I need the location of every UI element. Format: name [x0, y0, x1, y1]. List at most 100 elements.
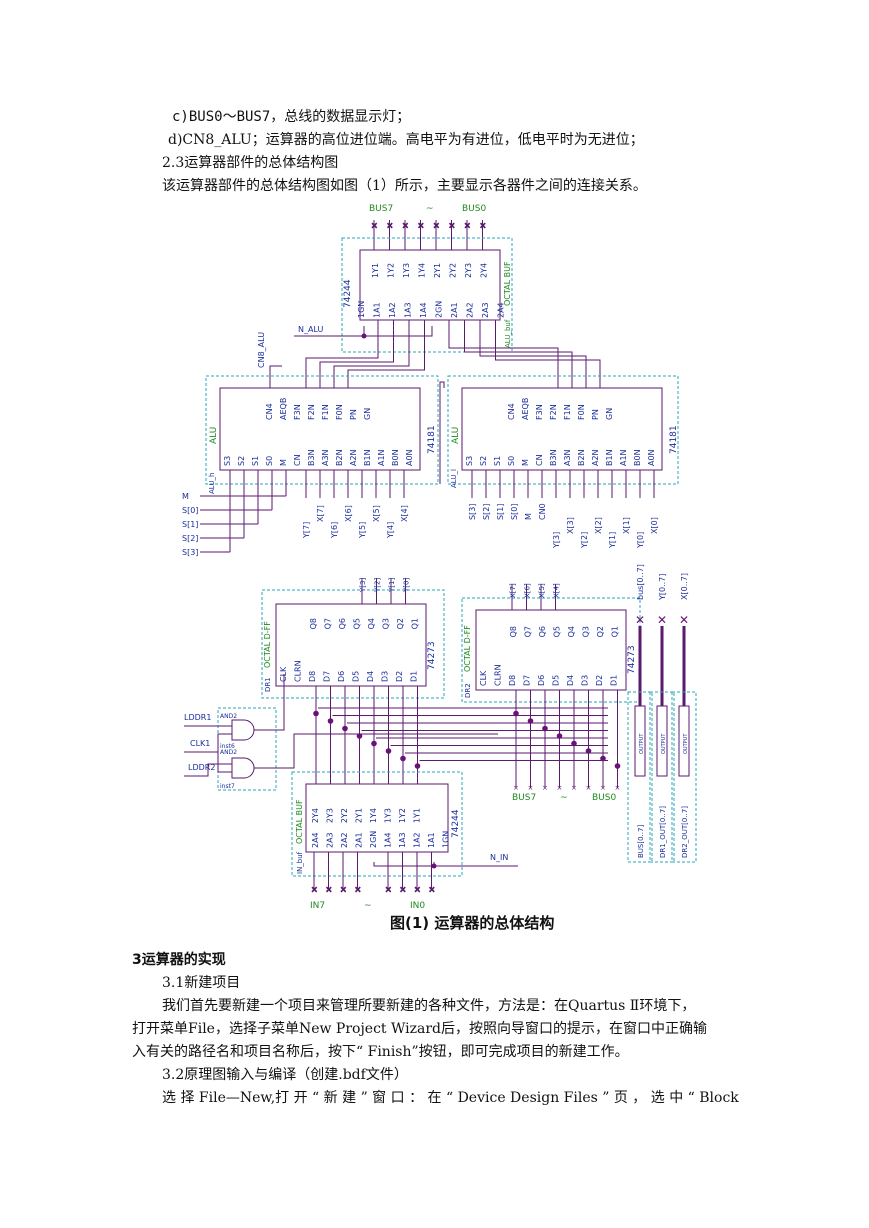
in-tilde: ~	[364, 901, 372, 910]
bus-mid-right-label: BUS0	[592, 793, 616, 803]
alu-l-bot-pin-1: S2	[237, 456, 246, 466]
alu-left-signal-0: Y[7]	[302, 522, 311, 539]
n-in-label: N_IN	[490, 853, 508, 862]
output-outline	[627, 691, 653, 863]
alu-right-signal-4: M	[524, 513, 533, 520]
para-3-1-line-2: 打开菜单File，选择子菜单New Project Wizard后，按照向导窗口…	[132, 1021, 708, 1037]
dr1-chip	[275, 603, 427, 687]
alu-l-bot-pin-0: S3	[223, 456, 232, 466]
dr2-input-signals: X[7]X[6]X[5]X[4]	[509, 583, 561, 610]
alu-r-top-pin-2: F3N	[535, 404, 544, 420]
ctrl-input-label: S[0]	[182, 506, 198, 515]
alu-right-signal-0: S[3]	[468, 504, 477, 520]
chip2-top-pin-1: 2Y3	[326, 808, 335, 823]
alu-l-bot-pin-4: M	[279, 459, 288, 466]
section-3-1-heading: 3.1新建项目	[162, 975, 241, 991]
chip1-bot-pin-9: 2A4	[497, 302, 506, 318]
output-pin-box	[678, 705, 690, 777]
dr2-inst: DR2	[464, 683, 472, 698]
gate-2-label: AND2	[220, 749, 237, 756]
alu-right-signal-12: Y[0]	[636, 532, 645, 549]
chip-74244-bottom-type: OCTAL BUF	[295, 799, 304, 844]
output-label-2: X[0..7]	[680, 573, 689, 600]
alu-r-bot-pin-3: S0	[507, 456, 516, 466]
input-pin-x: ×	[385, 885, 392, 894]
top-pin-x: ×	[402, 221, 409, 230]
in-right-label: IN0	[410, 901, 425, 910]
dr1-bot-pin-1: CLRN	[294, 660, 303, 682]
top-pin-x: ×	[449, 221, 456, 230]
alu-left-signal-4: Y[5]	[358, 522, 367, 539]
bus-junction-right	[527, 718, 534, 724]
output-outline	[649, 691, 675, 863]
output-pin-label-1: OUTPUT	[661, 733, 667, 754]
top-pin-x: ×	[464, 221, 471, 230]
cn8-alu-label: CN8_ALU	[257, 332, 266, 368]
alu-l-top-pin-5: F0N	[335, 404, 344, 420]
bus-junction-left	[327, 718, 334, 724]
chip-74244-top-inst: ALU_buf	[504, 319, 512, 348]
dr2-top-pin-6: Q2	[596, 626, 605, 637]
alu-right-signal-6: Y[3]	[552, 532, 561, 549]
alu-r-top-pin-7: GN	[605, 408, 614, 420]
line-d: d)CN8_ALU；运算器的高位进位端。高电平为有进位，低电平时为无进位；	[168, 132, 644, 148]
chip1-bot-pin-7: 2A2	[466, 302, 475, 318]
dr2-top-pin-1: Q7	[524, 626, 533, 637]
dr1-bot-pin-3: D7	[323, 671, 332, 682]
top-pin-x: ×	[387, 221, 394, 230]
alu-right-wire	[495, 320, 601, 388]
alu-r-bot-pin-5: CN	[535, 454, 544, 466]
chip2-bot-pin-8: 1A1	[427, 832, 436, 848]
chip2-bot-pin-6: 1A3	[398, 832, 407, 848]
dr1-bot-pin-5: D5	[352, 671, 361, 682]
alu-l-bot-pin-3: S0	[265, 456, 274, 466]
bus-out-x: ×	[586, 784, 592, 792]
para-3-1-line-3: 入有关的路径名和项目名称后，按下“ Finish”按钮，即可完成项目的新建工作。	[132, 1044, 629, 1060]
chip2-top-pin-4: 1Y4	[369, 808, 378, 823]
dr1-type: OCTAL D-FF	[263, 621, 272, 668]
dr1-in-2: Y[1]	[388, 578, 396, 593]
alu-right-signal-1: S[2]	[482, 504, 491, 520]
alu-r-bot-pin-6: B3N	[549, 449, 558, 466]
chip2-bot-pin-0: 2A4	[311, 832, 320, 848]
chip-74244-top	[359, 249, 501, 321]
para-3-1-line-1: 我们首先要新建一个项目来管理所要新建的各种文件，方法是：在Quartus Ⅱ环境…	[162, 998, 696, 1014]
dr2-part: 74273	[627, 645, 637, 674]
alu-right-part: 74181	[669, 425, 679, 454]
dr1-bot-pin-2: D8	[308, 671, 317, 682]
dr1-top-pin-7: Q1	[411, 618, 420, 629]
dr1-in-3: Y[0]	[403, 578, 411, 593]
output-pin-label-2: OUTPUT	[683, 733, 689, 754]
dr2-top-pin-3: Q5	[553, 626, 562, 637]
lddr1-label: LDDR1	[184, 713, 211, 722]
dr2-top-pin-2: Q6	[538, 626, 547, 637]
chip-74244-top-outline	[341, 237, 513, 353]
bus-out-x: ×	[571, 784, 577, 792]
output-block-1: DR1_OUT[0..7]	[659, 806, 667, 858]
dr2-in-3: X[4]	[553, 583, 561, 598]
alu-right-signal-8: Y[2]	[580, 532, 589, 549]
input-pin-x: ×	[340, 885, 347, 894]
chip1-bot-pin-0: 1GN	[357, 301, 366, 318]
alu-right-signal-10: Y[1]	[608, 532, 617, 549]
alu-right-inst: ALU_l	[450, 469, 458, 488]
dr1-input-signals: Y[3]Y[2]Y[1]Y[0]	[359, 578, 411, 604]
alu-l-bot-pin-11: A1N	[377, 449, 386, 466]
alu-right-signal-7: X[3]	[566, 517, 575, 534]
dr2-in-2: X[5]	[538, 583, 546, 598]
alu-r-bot-pin-2: S1	[493, 456, 502, 466]
chip2-top-pin-5: 1Y3	[384, 808, 393, 823]
alu-l-top-pin-1: AEQB	[279, 398, 288, 420]
alu-left-signal-7: X[4]	[400, 505, 409, 522]
lddr2-label: LDDR2	[188, 763, 215, 772]
chip1-bot-pin-3: 1A3	[404, 302, 413, 318]
chip1-top-pin-1: 1Y2	[387, 263, 396, 278]
alu-l-bot-pin-5: CN	[293, 454, 302, 466]
alu-l-bot-pin-13: A0N	[405, 449, 414, 466]
alu-r-top-pin-5: F0N	[577, 404, 586, 420]
